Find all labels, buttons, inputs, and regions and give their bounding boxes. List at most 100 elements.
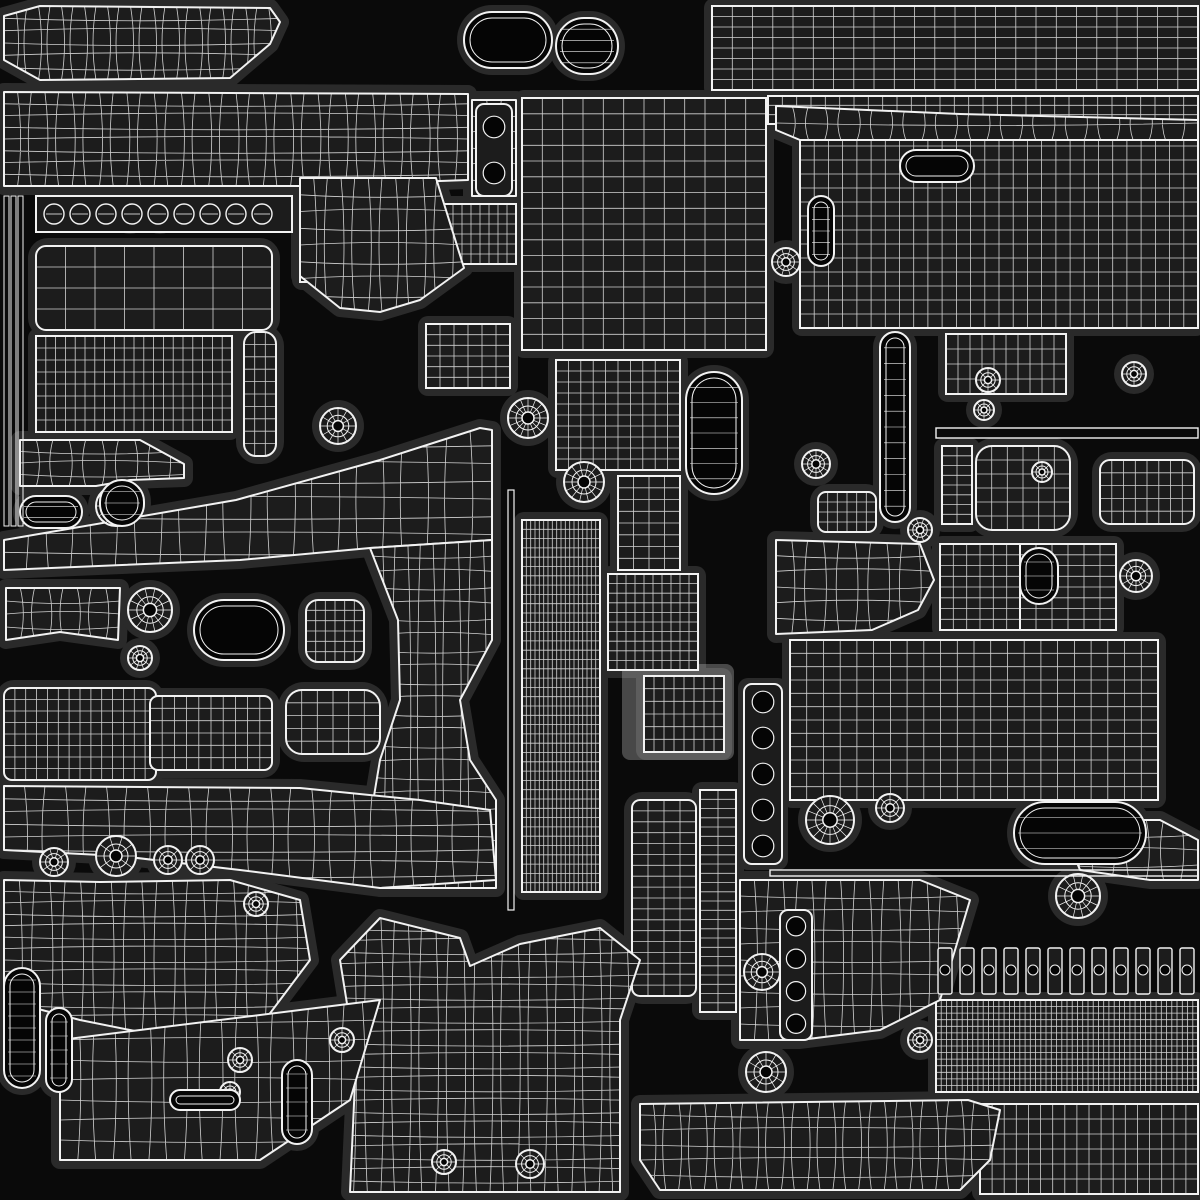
uv-pin-hole — [1071, 964, 1083, 976]
uv-capsule-2 — [555, 17, 619, 75]
uv-pin-hole — [1115, 964, 1127, 976]
uv-top-left-shell — [3, 5, 281, 81]
uv-lower-left-body — [3, 785, 497, 889]
uv-edge-strip — [3, 195, 10, 527]
uv-center-tall-grid — [521, 97, 767, 351]
uv-ring-15 — [1119, 559, 1153, 593]
uv-block-top-right-mid — [945, 333, 1067, 395]
uv-pin-hole — [1181, 964, 1193, 976]
uv-capsule-1 — [463, 11, 553, 69]
uv-ring-32 — [907, 1027, 933, 1053]
uv-ring-16 — [801, 449, 831, 479]
uv-ring-7 — [743, 953, 781, 991]
uv-capsule-10 — [685, 371, 743, 495]
uv-block-right-widget-b — [975, 445, 1071, 531]
uv-center-thin-rail — [507, 489, 515, 911]
uv-upper-left-flat — [35, 245, 273, 331]
uv-ring-3 — [507, 397, 549, 439]
uv-icon-strip — [35, 195, 293, 233]
uv-edge-strip — [17, 195, 24, 527]
uv-block-small-e — [643, 675, 725, 753]
uv-capsule-3 — [899, 149, 975, 183]
uv-left-small-wave — [5, 587, 121, 641]
uv-bottom-right-grid — [979, 1103, 1199, 1195]
uv-ladder-a — [743, 683, 783, 865]
uv-capsule-7 — [879, 331, 911, 523]
uv-capsule-5 — [807, 195, 835, 267]
uv-ring-6 — [805, 795, 855, 845]
uv-tall-slot — [631, 799, 697, 997]
uv-pin-hole — [939, 964, 951, 976]
uv-side-rail — [699, 789, 737, 1013]
uv-bottom-right-shell — [639, 1099, 1001, 1191]
uv-block-right-a — [939, 543, 1021, 631]
uv-capsule-14 — [169, 1089, 241, 1111]
uv-center-right-grid — [607, 573, 699, 671]
uv-capsule-6 — [1019, 547, 1059, 605]
uv-left-barrel — [3, 687, 157, 781]
uv-ring-24 — [243, 891, 269, 917]
uv-ring-30 — [329, 1027, 355, 1053]
uv-edge-strip — [10, 195, 17, 527]
uv-lower-left-panel — [3, 879, 311, 1041]
uv-right-upper-large — [799, 131, 1199, 329]
uv-ring-13 — [745, 1051, 787, 1093]
uv-ring-22 — [515, 1149, 545, 1179]
uv-right-mid-large — [789, 639, 1159, 801]
uv-right-thin-rail — [935, 427, 1199, 439]
uv-ring-4 — [127, 587, 173, 633]
uv-ring-8 — [1055, 873, 1101, 919]
uv-ring-9 — [127, 645, 153, 671]
uv-top-left-strip — [3, 91, 469, 187]
uv-ring-26 — [771, 247, 801, 277]
uv-mid-grid-a — [555, 359, 681, 471]
uv-capsule-11 — [193, 599, 285, 661]
uv-ring-18 — [973, 399, 995, 421]
uv-block-small-a — [243, 331, 277, 457]
uv-pin-hole — [1137, 964, 1149, 976]
uv-capsule-16 — [45, 1007, 73, 1093]
uv-ring-20 — [1121, 361, 1147, 387]
uv-pin-hole — [1049, 964, 1061, 976]
uv-bottom-center-torso — [339, 917, 641, 1193]
uv-ring-2 — [563, 461, 605, 503]
uv-detail-islands — [3, 11, 1199, 1179]
uv-ring-10 — [95, 835, 137, 877]
uv-ladder-c — [475, 103, 513, 197]
uv-ring-19 — [975, 367, 1001, 393]
uv-right-upper-shell — [775, 105, 1199, 141]
uv-block-small-d — [305, 599, 365, 663]
uv-capsule-9 — [281, 1059, 313, 1145]
uv-pin-hole — [1005, 964, 1017, 976]
uv-small-grid-c — [425, 323, 511, 389]
uv-left-upper-handle — [19, 439, 185, 487]
uv-ring-1 — [319, 407, 357, 445]
uv-pin-hole — [1027, 964, 1039, 976]
uv-block-small-b — [817, 491, 877, 533]
uv-pin-hole — [1159, 964, 1171, 976]
uv-lower-thin-rail — [769, 869, 1199, 877]
uv-capsule-15 — [19, 495, 83, 529]
uv-pin-hole — [983, 964, 995, 976]
uv-left-barrel-b — [149, 695, 273, 771]
uv-left-vent-grid — [35, 335, 233, 433]
uv-vertical-rail — [521, 519, 601, 893]
uv-ring-11 — [153, 845, 183, 875]
uv-right-lower-fine — [935, 999, 1199, 1093]
uv-rounded-box — [285, 689, 381, 755]
uv-pin-hole — [961, 964, 973, 976]
uv-islands — [3, 5, 1199, 1195]
uv-ring-23 — [431, 1149, 457, 1175]
uv-upper-grip — [299, 177, 465, 313]
uv-mid-grid-b — [617, 475, 681, 571]
uv-ring-25 — [875, 793, 905, 823]
uv-ring-17 — [907, 517, 933, 543]
uv-ladder-b — [779, 909, 813, 1041]
uv-right-mid-wedge — [775, 539, 935, 635]
uv-ring-14 — [227, 1047, 253, 1073]
uv-ring-12 — [185, 845, 215, 875]
uv-capsule-13 — [1013, 801, 1147, 865]
uv-pin-hole — [1093, 964, 1105, 976]
uv-block-small-c — [941, 445, 973, 525]
